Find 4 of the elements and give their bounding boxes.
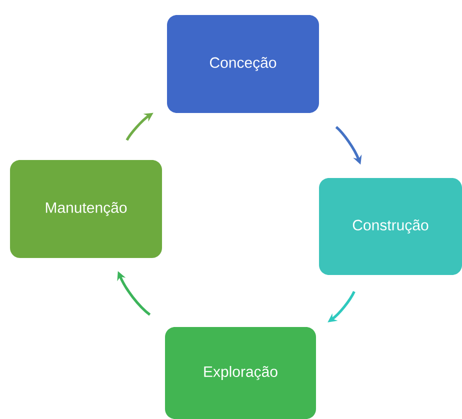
process-box: Construção bbox=[319, 178, 462, 275]
process-box: Manutenção bbox=[10, 160, 162, 258]
process-box: Conceção bbox=[167, 15, 319, 113]
process-box: Exploração bbox=[165, 327, 316, 419]
